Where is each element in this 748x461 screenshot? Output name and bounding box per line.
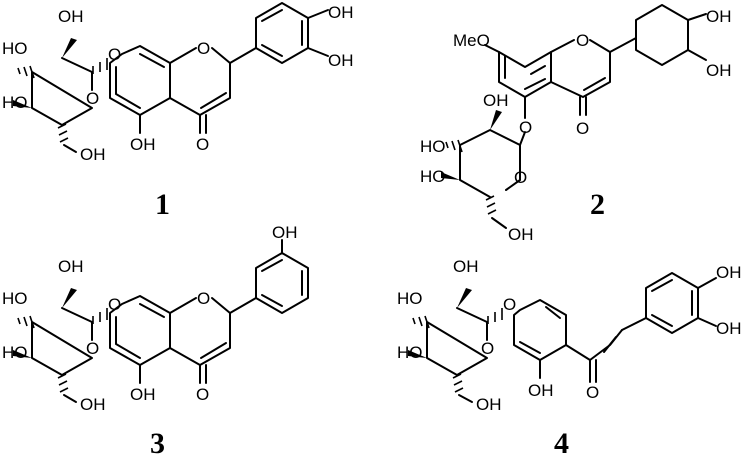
- label-oh-4p: OH: [716, 263, 742, 282]
- hashed-bond: [412, 315, 430, 329]
- hashed-bond: [17, 65, 35, 79]
- hashed-bond: [485, 195, 497, 215]
- compound-number-3: 3: [150, 427, 165, 460]
- label-oh-5: OH: [130, 135, 156, 154]
- label-glyco-o: O: [519, 118, 532, 137]
- compound-1-flavone-core: [109, 2, 329, 134]
- hashed-bond: [487, 308, 503, 324]
- label-oh-4p: OH: [328, 3, 354, 22]
- label-glyco-o: O: [108, 295, 121, 314]
- label-ring-c-o: O: [197, 39, 210, 58]
- compound-4-chalcone-core: [513, 272, 717, 383]
- label-carbonyl-o: O: [196, 385, 209, 404]
- label-sugar-oh-top: OH: [58, 7, 84, 26]
- label-sugar-ho-left: HO: [2, 39, 28, 58]
- compound-4: OH HO HO OH O O OH O OH OH 4: [397, 257, 742, 460]
- compound-1-atom-labels: OH HO HO OH O O O O OH OH OH: [2, 3, 354, 164]
- label-oh-4p: OH: [272, 223, 298, 242]
- hashed-bond: [57, 373, 69, 393]
- label-sugar-ho-left: HO: [2, 289, 28, 308]
- label-ring-o: O: [481, 339, 494, 358]
- compound-1: OH HO HO OH O O O O OH OH OH 1: [2, 2, 354, 221]
- label-ring-o: O: [86, 89, 99, 108]
- label-sugar-ho-low: HO: [397, 343, 423, 362]
- label-ring-o: O: [86, 339, 99, 358]
- label-ring-c-o: O: [576, 31, 589, 50]
- compound-number-2: 2: [590, 188, 605, 221]
- label-sugar-ho-low: HO: [2, 343, 28, 362]
- label-sugar-ho-left: HO: [397, 289, 423, 308]
- label-glyco-o: O: [108, 45, 121, 64]
- label-sugar-oh-ch2: OH: [476, 395, 502, 414]
- compound-4-glucose-ring: [408, 288, 503, 403]
- label-sugar-oh-top: OH: [58, 257, 84, 276]
- label-sugar-ho-left: HO: [420, 137, 446, 156]
- label-oh-3p: OH: [328, 51, 354, 70]
- compound-2-flavone-core: [484, 4, 707, 119]
- label-carbonyl-o: O: [196, 135, 209, 154]
- hashed-bond: [57, 123, 69, 143]
- compound-4-atom-labels: OH HO HO OH O O OH O OH OH: [397, 257, 742, 414]
- label-glyco-o: O: [503, 295, 516, 314]
- label-oh-2: OH: [528, 381, 554, 400]
- label-oh-3p: OH: [706, 61, 732, 80]
- compound-2-glucose-ring: [441, 110, 526, 229]
- label-ring-c-o: O: [197, 289, 210, 308]
- hashed-bond: [452, 373, 464, 393]
- label-sugar-oh-top: OH: [483, 91, 509, 110]
- compound-3-glucose-ring: [13, 288, 108, 403]
- label-sugar-ho-low: HO: [420, 167, 446, 186]
- label-sugar-oh-ch2: OH: [508, 225, 534, 244]
- hashed-bond: [17, 315, 35, 329]
- compound-3: OH HO HO OH O O O O OH OH 3: [2, 223, 309, 460]
- compound-3-flavone-core: [109, 239, 309, 384]
- label-carbonyl-o: O: [576, 119, 589, 138]
- label-oh-3p: OH: [716, 319, 742, 338]
- compound-number-1: 1: [155, 188, 170, 221]
- label-oh-5: OH: [130, 385, 156, 404]
- label-sugar-ho-low: HO: [2, 93, 28, 112]
- label-oh-4p: OH: [706, 7, 732, 26]
- label-sugar-oh-ch2: OH: [80, 395, 106, 414]
- compound-3-atom-labels: OH HO HO OH O O O O OH OH: [2, 223, 298, 414]
- hashed-bond: [92, 58, 108, 74]
- hashed-bond: [92, 308, 108, 324]
- label-sugar-oh-ch2: OH: [80, 145, 106, 164]
- compound-2: MeO O OH OH O O OH HO HO O OH 2: [420, 4, 732, 244]
- compound-1-glucose-ring: [13, 38, 108, 153]
- compound-2-atom-labels: MeO O OH OH O O OH HO HO O OH: [420, 7, 732, 244]
- compound-number-4: 4: [554, 427, 569, 460]
- label-ring-o: O: [514, 168, 527, 187]
- label-meo: MeO: [453, 31, 490, 50]
- hashed-bond: [445, 139, 463, 153]
- label-sugar-oh-top: OH: [453, 257, 479, 276]
- label-carbonyl-o: O: [586, 383, 599, 402]
